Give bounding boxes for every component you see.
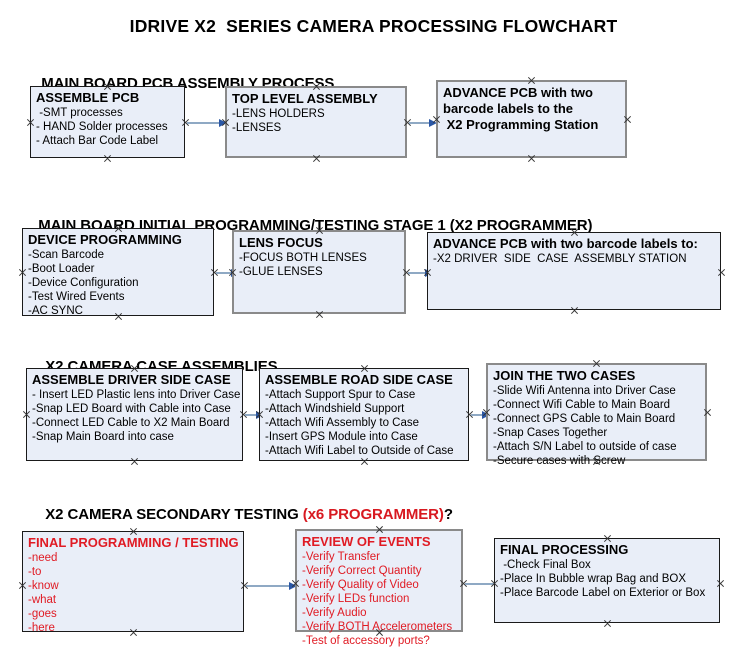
node-line: -Snap Main Board into case <box>32 431 174 443</box>
node-title: FINAL PROCESSING <box>500 542 629 557</box>
connector-arrow <box>409 119 439 127</box>
node-line: -Snap Cases Together <box>493 427 608 439</box>
node-line: -Snap LED Board with Cable into Case <box>32 403 231 415</box>
node-line: - Attach Bar Code Label <box>36 135 159 147</box>
node-line: -Secure cases with Screw <box>493 455 626 467</box>
node-lens-focus[interactable]: LENS FOCUS -FOCUS BOTH LENSES -GLUE LENS… <box>232 230 406 314</box>
node-line: -LENSES <box>232 122 282 134</box>
node-line: X2 Programming Station <box>443 117 599 132</box>
node-line: -to <box>28 566 42 578</box>
node-line: -LENS HOLDERS <box>232 108 325 120</box>
node-line: -Connect GPS Cable to Main Board <box>493 413 676 425</box>
connector-arrow <box>187 119 227 127</box>
node-line: -Slide Wifi Antenna into Driver Case <box>493 385 676 397</box>
node-title: REVIEW OF EVENTS <box>302 534 431 549</box>
page-title: IDRIVE X2 SERIES CAMERA PROCESSING FLOWC… <box>129 16 618 36</box>
section-heading-4-suffix: ? <box>443 506 453 523</box>
node-line: -Check Final Box <box>500 559 591 571</box>
node-line: -Verify Audio <box>302 607 367 619</box>
node-device-programming[interactable]: DEVICE PROGRAMMING -Scan Barcode -Boot L… <box>22 228 214 317</box>
node-line: -Test Wired Events <box>28 291 125 303</box>
node-line: -AC SYNC <box>28 305 83 317</box>
node-line: -Scan Barcode <box>28 249 105 261</box>
node-final-programming-testing[interactable]: FINAL PROGRAMMING / TESTING -need -to -k… <box>22 531 244 634</box>
node-line: -GLUE LENSES <box>239 266 323 278</box>
node-title: JOIN THE TWO CASES <box>493 368 636 383</box>
node-line: -Device Configuration <box>28 277 139 289</box>
node-final-processing[interactable]: FINAL PROCESSING -Check Final Box -Place… <box>494 538 720 623</box>
node-line: -Attach Wifi Assembly to Case <box>265 417 420 429</box>
node-line: -Verify Transfer <box>302 551 380 563</box>
node-line: -X2 DRIVER SIDE CASE ASSEMBLY STATION <box>433 253 687 265</box>
node-line: -Verify Quality of Video <box>302 579 419 591</box>
node-title: ADVANCE PCB with two barcode labels to: <box>433 236 698 251</box>
node-title: ASSEMBLE PCB <box>36 90 140 105</box>
node-line: -Verify BOTH Accelerometers <box>302 621 453 633</box>
node-title: TOP LEVEL ASSEMBLY <box>232 91 378 106</box>
section-heading-4: X2 CAMERA SECONDARY TESTING (x6 PROGRAMM… <box>29 489 453 540</box>
node-title: FINAL PROGRAMMING / TESTING <box>28 535 239 550</box>
node-line: barcode labels to the <box>443 101 574 116</box>
node-line-overflow: -Test of accessory ports? <box>302 635 430 647</box>
node-assemble-driver-side-case[interactable]: ASSEMBLE DRIVER SIDE CASE - Insert LED P… <box>26 368 243 461</box>
node-review-of-events[interactable]: REVIEW OF EVENTS -Verify Transfer -Verif… <box>295 529 463 647</box>
node-line: -Attach Wifi Label to Outside of Case <box>265 445 454 457</box>
node-line: -need <box>28 552 58 564</box>
node-line: -Attach Windshield Support <box>265 403 405 415</box>
node-line: -Verify Correct Quantity <box>302 565 422 577</box>
node-title: ASSEMBLE ROAD SIDE CASE <box>265 372 453 387</box>
node-advance-pcb-station[interactable]: ADVANCE PCB with two barcode labels to t… <box>436 80 627 158</box>
node-assemble-road-side-case[interactable]: ASSEMBLE ROAD SIDE CASE -Attach Support … <box>259 368 469 461</box>
connector-arrow <box>246 582 298 590</box>
node-line: -FOCUS BOTH LENSES <box>239 252 367 264</box>
node-line: -goes <box>28 608 57 620</box>
node-line: -Attach S/N Label to outside of case <box>493 441 677 453</box>
node-line: -Boot Loader <box>28 263 95 275</box>
node-join-the-two-cases[interactable]: JOIN THE TWO CASES -Slide Wifi Antenna i… <box>486 363 707 467</box>
node-top-level-assembly[interactable]: TOP LEVEL ASSEMBLY -LENS HOLDERS -LENSES <box>225 86 407 158</box>
node-line: -Verify LEDs function <box>302 593 410 605</box>
node-line: -Insert GPS Module into Case <box>265 431 418 443</box>
section-heading-4-accent: (x6 PROGRAMMER) <box>302 506 444 523</box>
node-line: -SMT processes <box>36 107 123 119</box>
node-line: -Place In Bubble wrap Bag and BOX <box>500 573 687 585</box>
node-line: -Attach Support Spur to Case <box>265 389 416 401</box>
node-line: -what <box>28 594 57 606</box>
node-advance-pcb-driver-side[interactable]: ADVANCE PCB with two barcode labels to: … <box>427 232 721 310</box>
node-title: ADVANCE PCB with two <box>443 85 593 100</box>
node-line: - HAND Solder processes <box>36 121 168 133</box>
node-line: -Place Barcode Label on Exterior or Box <box>500 587 706 599</box>
node-line: -here <box>28 622 55 634</box>
node-line: -Connect Wifi Cable to Main Board <box>493 399 671 411</box>
node-title: LENS FOCUS <box>239 235 323 250</box>
node-line: - Insert LED Plastic lens into Driver Ca… <box>32 389 241 401</box>
node-line: -know <box>28 580 59 592</box>
node-line: -Connect LED Cable to X2 Main Board <box>32 417 230 429</box>
node-title: DEVICE PROGRAMMING <box>28 232 182 247</box>
node-assemble-pcb[interactable]: ASSEMBLE PCB -SMT processes - HAND Solde… <box>30 86 185 158</box>
node-title: ASSEMBLE DRIVER SIDE CASE <box>32 372 231 387</box>
section-heading-4-text: X2 CAMERA SECONDARY TESTING <box>45 506 303 523</box>
